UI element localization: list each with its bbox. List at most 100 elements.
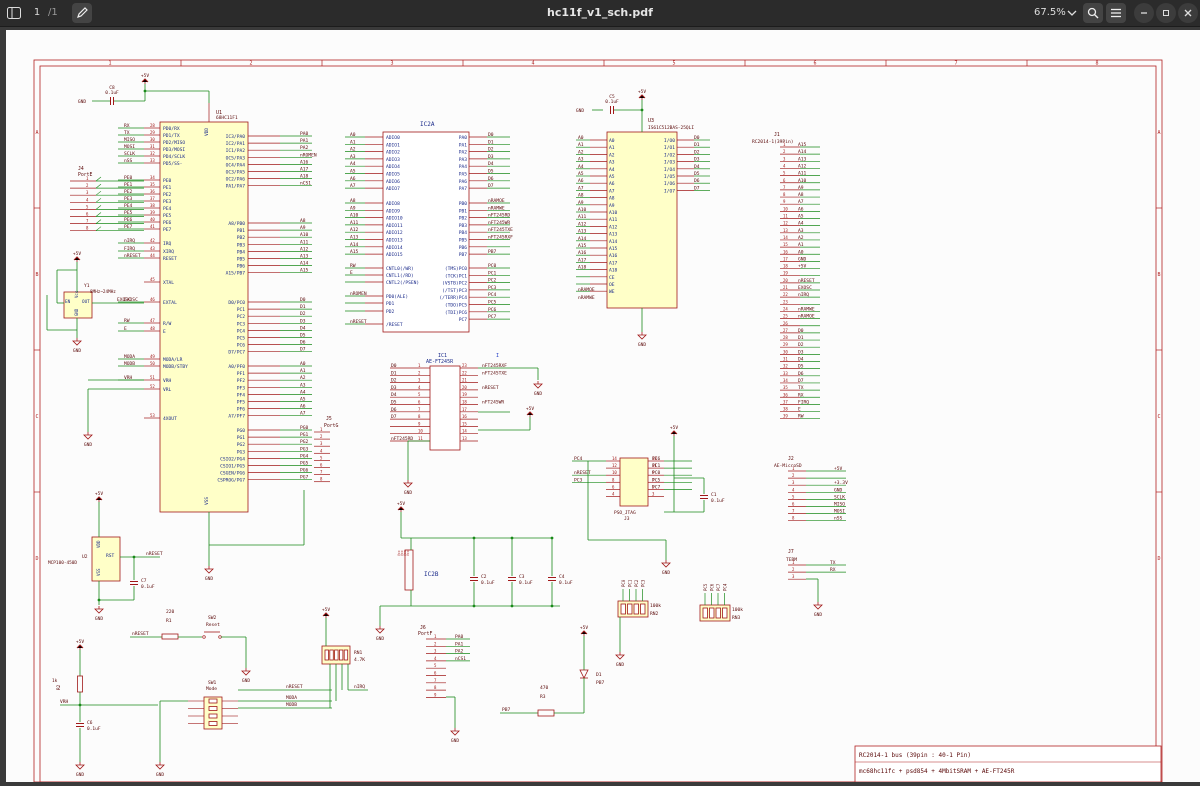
u1-pin-name: E [163, 329, 166, 335]
j1-net-label: TX [798, 385, 804, 391]
u3-net-label: A4 [578, 164, 584, 170]
u1-net-label: PE5 [124, 210, 133, 216]
u1-pin-name: PC3 [237, 321, 246, 327]
ground-icon [72, 340, 82, 346]
j1-net-label: FIRQ [798, 399, 809, 405]
ic1-net-label: D4 [391, 392, 397, 398]
u1-pin-name: PB2 [237, 235, 246, 241]
ic1-pin-number: 16 [462, 414, 467, 419]
frame-row-label: D [1157, 556, 1160, 562]
u1-pin-number: 33 [150, 158, 155, 163]
ic2b-pin-name: Vcc [403, 550, 407, 556]
ground-icon [637, 334, 647, 340]
ic2a-pin-name: PB0 [459, 201, 468, 207]
ic2a-pin-name: ADIO14 [386, 245, 403, 251]
junction-dot [550, 604, 554, 608]
j1-net-label: A15 [798, 142, 807, 148]
rn-pin-label: PC7 [716, 583, 721, 591]
u1-pin-name: XIRQ [163, 249, 174, 255]
sw2-value: Reset [206, 622, 220, 628]
ic2a-pin-name: ADIO8 [386, 201, 400, 207]
u1-pin-number: 47 [150, 318, 155, 323]
u1-pin-name: PE3 [163, 199, 172, 205]
ic1-pin-number: 11 [418, 436, 423, 441]
u2-pin-name: VDD [96, 540, 101, 548]
u1-net-label: A4 [300, 389, 306, 395]
cap-ref: C7 [141, 578, 147, 584]
ic2a-pin-name: PD1 [386, 301, 395, 307]
u1-pin-name: PE1 [163, 185, 172, 191]
menu-icon[interactable] [1106, 3, 1126, 23]
document-title: hc11f_v1_sch.pdf [547, 6, 653, 19]
vcc-label: +5V [526, 406, 534, 412]
u1-pin-name: PD5/SS- [163, 161, 182, 167]
j1-pin-number: 23 [783, 299, 788, 304]
ic2a-net-label: D5 [488, 169, 494, 175]
u3-ref: U3 [648, 118, 654, 124]
rn-ref: RN2 [650, 611, 659, 617]
j1-pin-number: 7 [783, 185, 786, 190]
j3-pin-number: 4 [612, 492, 615, 497]
page-number-input[interactable]: 1 [33, 7, 41, 18]
ic1-net-label: D5 [391, 400, 397, 406]
ic2a-pin-name: PD0(ALE) [386, 294, 408, 300]
u1-net-label: A18 [300, 174, 309, 180]
u1-net-label: PG3 [300, 446, 309, 452]
zoom-level[interactable]: 67.5% [1034, 7, 1066, 18]
led-icon [579, 669, 589, 679]
cap-value: 0.1uF [559, 580, 573, 586]
u3-net-label: D4 [694, 164, 700, 170]
pen-icon[interactable] [72, 3, 92, 23]
rn-value: 100k [732, 607, 743, 613]
u1-pin-number: 52 [150, 384, 155, 389]
j1-pin-number: 24 [783, 306, 788, 311]
j4-pin-number: 3 [86, 190, 89, 195]
u1-pin-number: 38 [150, 203, 155, 208]
j7-net-label: TX [830, 560, 836, 566]
u1-pin-name: CSPROG/PG7 [217, 478, 245, 484]
u2-ref: U2 [82, 554, 88, 560]
j1-pin-number: 15 [783, 242, 788, 247]
j1-pin-number: 34 [783, 378, 788, 383]
y1-pin-name: Vcc [74, 290, 79, 298]
u3-pin-name: A15 [609, 246, 618, 252]
sidebar-icon[interactable] [4, 3, 24, 23]
frame-col-label: 8 [1095, 61, 1098, 67]
rn-pin-label: PC3 [641, 579, 646, 587]
cap-ref: C1 [711, 492, 717, 498]
j5-pin-number: 6 [320, 463, 323, 468]
ic2a-pin-name: PB3 [459, 223, 468, 229]
u3-net-label: D5 [694, 171, 700, 177]
u1-net-label: D1 [300, 304, 306, 310]
u1-pin-number: 40 [150, 217, 155, 222]
ic2a-net-label: A5 [350, 169, 356, 175]
j7-pin-number: 2 [792, 567, 795, 572]
u1-net-label: PE4 [124, 203, 133, 209]
j4-pin-number: 1 [86, 176, 89, 181]
u1-pin-number: 51 [150, 375, 155, 380]
restore-icon[interactable] [1156, 3, 1176, 23]
search-icon[interactable] [1083, 3, 1103, 23]
ic2a-net-label: PC2 [488, 278, 497, 284]
gnd-label: GND [376, 636, 384, 642]
minimize-icon[interactable] [1134, 3, 1154, 23]
j2-net-label: nSS [834, 516, 843, 522]
frame-row-label: A [1157, 130, 1160, 136]
rn-pin-label: PC4 [723, 583, 728, 591]
u1-pin-number: 46 [150, 297, 155, 302]
u1-net-label: RX [124, 123, 130, 129]
u2-value: MCP100-450D [48, 560, 77, 566]
u1-net-label: D5 [300, 333, 306, 339]
u1-pin-name: PD1/TX [163, 133, 180, 139]
chevron-down-icon[interactable] [1062, 3, 1082, 23]
gnd-label: GND [84, 442, 92, 448]
resistor [77, 675, 83, 693]
ic2a-pin-name: PA1 [459, 142, 468, 148]
ic2a-net-label: A6 [350, 176, 356, 182]
junction-dot [640, 108, 644, 112]
sw1-body [203, 696, 223, 730]
close-icon[interactable] [1178, 3, 1198, 23]
gnd-label: GND [242, 678, 250, 684]
frame-row-label: C [35, 414, 38, 420]
j1-ref: J1 [774, 132, 780, 138]
